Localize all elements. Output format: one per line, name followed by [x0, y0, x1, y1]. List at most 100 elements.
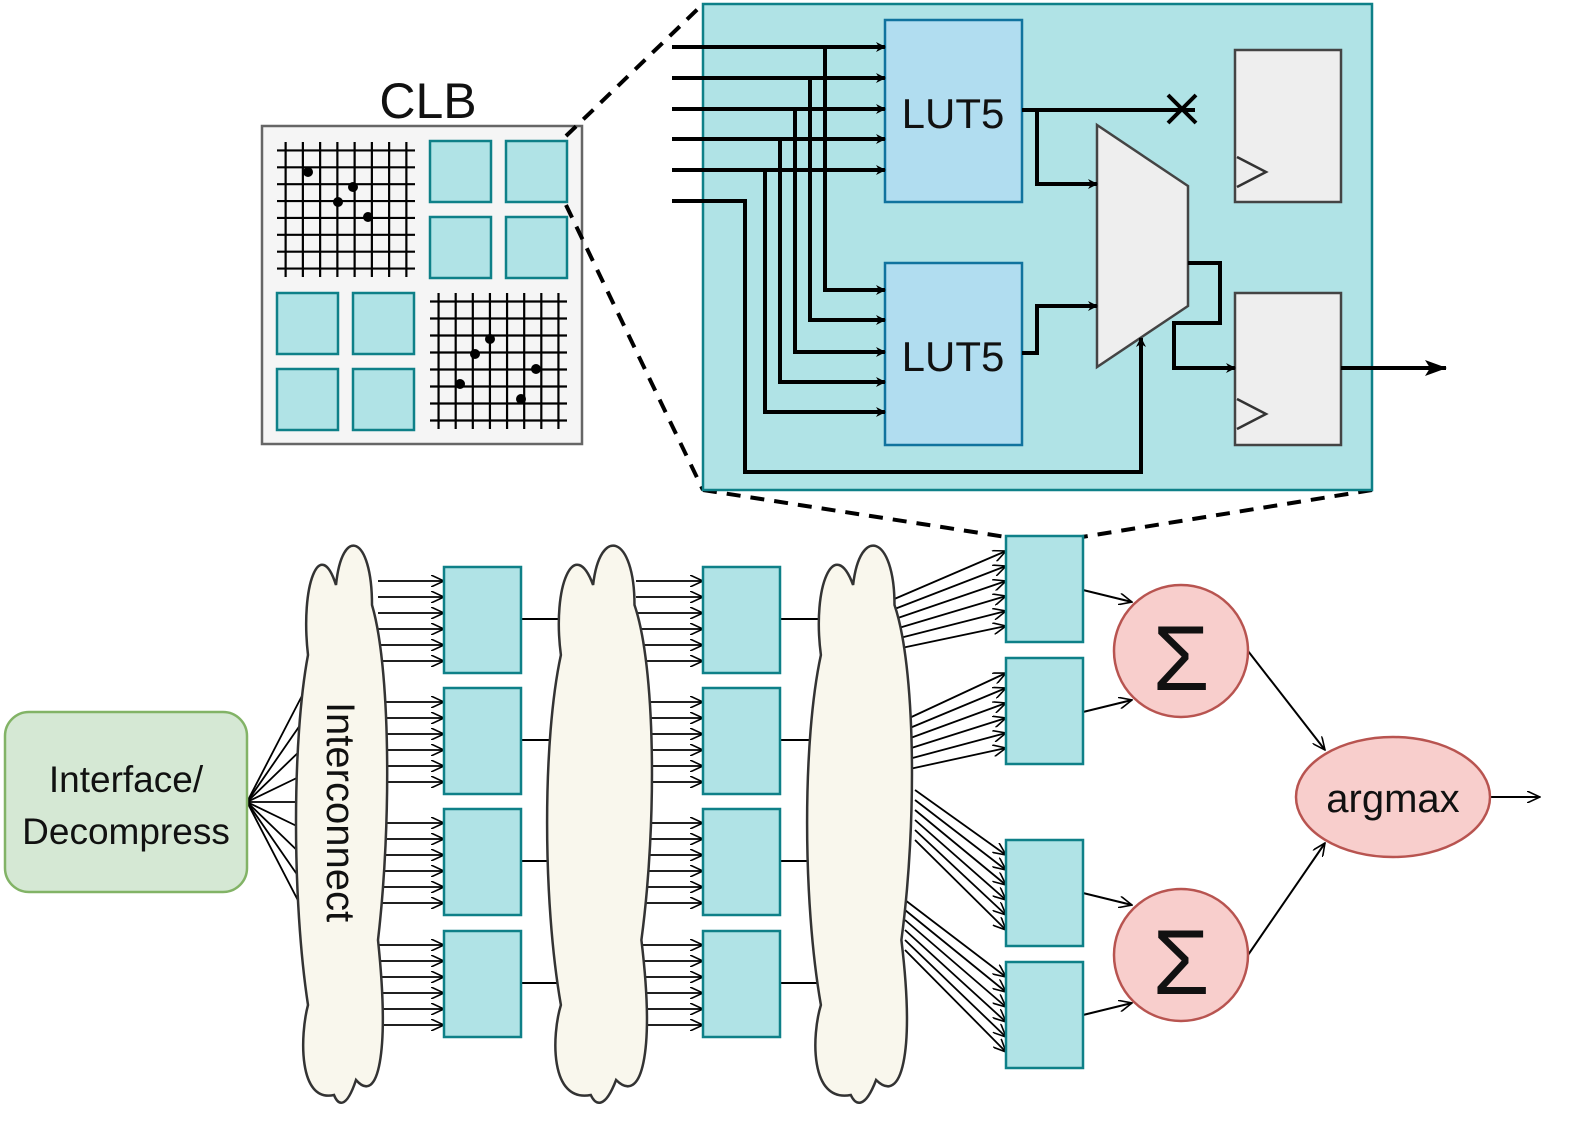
- lut5-top: [883, 18, 1024, 204]
- clock-icon-top: [1236, 155, 1269, 189]
- output-lut-block: [1004, 960, 1085, 1070]
- logic-cell-wiring: [672, 42, 1447, 474]
- network-edge: [904, 688, 1006, 731]
- network-edge: [891, 596, 1006, 631]
- clb-logic-cells: [275, 139, 569, 432]
- lut-block: [701, 565, 782, 675]
- clock-icon-bottom: [1236, 397, 1269, 431]
- clb-overview: CLB: [260, 73, 584, 446]
- network-edge: [246, 717, 306, 803]
- network-edge: [904, 949, 1006, 1052]
- clb-cell: [428, 215, 493, 280]
- zoom-lines: [564, 2, 1373, 539]
- signal-wire: [672, 199, 1146, 474]
- network-edge: [914, 829, 1006, 915]
- argmax-label: argmax: [1326, 777, 1459, 821]
- network-edge: [1082, 700, 1132, 713]
- network-edge: [914, 839, 1006, 930]
- lut-block: [442, 565, 523, 675]
- lut5-top-label: LUT5: [902, 90, 1005, 137]
- clb-cell: [275, 367, 340, 432]
- network-edge: [904, 929, 1006, 1022]
- interface-decompress-block: [3, 710, 249, 894]
- network-edge: [246, 801, 306, 915]
- flip-flop-top: [1233, 48, 1343, 204]
- signal-wire: [1172, 261, 1236, 373]
- interconnect-cloud: [294, 544, 389, 1104]
- network-edge: [914, 789, 1006, 855]
- sum-node-top: [1112, 583, 1250, 719]
- switch-connection-dot: [516, 394, 526, 404]
- lut-block: [701, 929, 782, 1039]
- interconnect-clouds: [294, 544, 914, 1104]
- network-edge: [904, 733, 1006, 761]
- logic-cell-detail: LUT5 LUT5: [672, 2, 1447, 492]
- lut-block: [701, 807, 782, 917]
- network-edge: [904, 672, 1006, 721]
- multiplexer: [1095, 122, 1190, 370]
- network-edge: [904, 919, 1006, 1007]
- network-edge: [1082, 589, 1132, 602]
- lut-block: [701, 686, 782, 796]
- network-edge: [904, 703, 1006, 741]
- switch-connection-dot: [485, 334, 495, 344]
- switch-connection-dot: [363, 212, 373, 222]
- switch-matrix-top-left: [277, 142, 415, 277]
- output-lut-block: [1004, 838, 1085, 948]
- clb-cell: [351, 367, 416, 432]
- unused-output-x-icon: [1166, 93, 1198, 125]
- network-edge: [246, 801, 306, 887]
- lut-blocks: [442, 534, 1085, 1070]
- network-edge: [914, 809, 1006, 885]
- clb-cell: [504, 215, 569, 280]
- network-edge: [1247, 650, 1325, 750]
- network-edge: [904, 909, 1006, 992]
- network-edge: [1247, 843, 1325, 956]
- signal-wire: [808, 78, 886, 325]
- interface-label-line2: Decompress: [22, 811, 230, 852]
- lut5-bottom-label: LUT5: [902, 333, 1005, 380]
- interconnect-cloud: [545, 544, 654, 1104]
- sum-node-bottom: [1112, 887, 1250, 1023]
- output-lut-block: [1004, 534, 1085, 644]
- interconnect-cloud: [805, 544, 914, 1104]
- clb-cell: [275, 291, 340, 356]
- signal-wire: [778, 139, 886, 387]
- network-edge: [904, 718, 1006, 751]
- argmax-node: [1294, 735, 1492, 859]
- network-edge: [891, 581, 1006, 621]
- switch-connection-dot: [348, 182, 358, 192]
- sum-bottom-symbol: Σ: [1153, 912, 1210, 1014]
- network: Interface/ Decompress Interconnect Σ Σ a…: [3, 534, 1540, 1104]
- interface-label-line1: Interface/: [49, 759, 204, 800]
- network-edge: [904, 899, 1006, 977]
- network-edge: [246, 689, 306, 803]
- network-edge: [891, 566, 1006, 611]
- lut-block: [442, 686, 523, 796]
- signal-wire: [1022, 301, 1098, 355]
- network-edge: [904, 748, 1006, 771]
- switch-connection-dot: [455, 379, 465, 389]
- network-edge: [891, 626, 1006, 651]
- lut-block: [442, 807, 523, 917]
- switch-connection-dot: [333, 197, 343, 207]
- switch-connection-dot: [470, 349, 480, 359]
- signal-wire: [763, 170, 886, 417]
- network-edge: [246, 745, 306, 803]
- lut-block: [442, 929, 523, 1039]
- network-edge: [246, 773, 306, 803]
- signal-wire: [823, 47, 886, 295]
- signal-wire: [1035, 110, 1098, 189]
- network-edge: [891, 551, 1006, 601]
- network-edge: [914, 819, 1006, 900]
- network-wires: [246, 551, 1540, 1052]
- network-edge: [891, 611, 1006, 641]
- switch-connection-dot: [303, 167, 313, 177]
- network-edge: [914, 799, 1006, 870]
- signal-wire: [793, 109, 886, 357]
- sum-top-symbol: Σ: [1153, 608, 1210, 710]
- network-edge: [1082, 892, 1132, 905]
- switch-matrix-bottom-right: [430, 293, 567, 429]
- switch-connection-dot: [531, 364, 541, 374]
